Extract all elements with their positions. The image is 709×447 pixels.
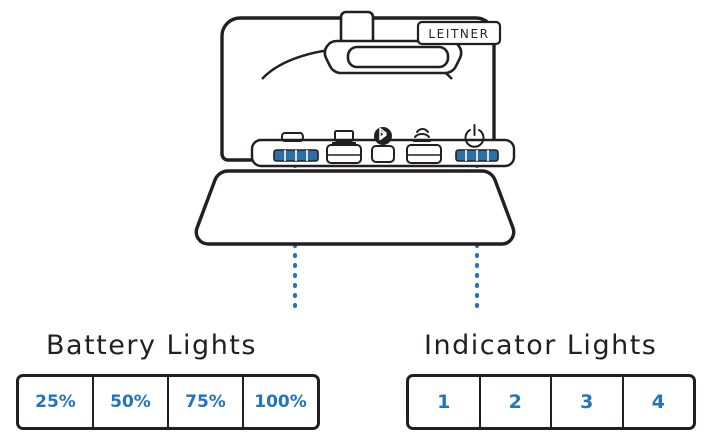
battery-legend-cell: 100% xyxy=(254,392,307,412)
power-icon xyxy=(464,124,485,148)
bluetooth-icon xyxy=(374,127,392,145)
desk-phone-button[interactable] xyxy=(406,144,442,164)
indicator-lights-title: Indicator Lights xyxy=(424,330,658,361)
indicator-legend-cell: 2 xyxy=(481,377,552,427)
computer-button[interactable] xyxy=(326,144,362,164)
indicator-legend-cell: 3 xyxy=(552,377,624,427)
battery-lights-title: Battery Lights xyxy=(46,330,257,361)
battery-lights xyxy=(273,149,319,162)
indicator-lights xyxy=(455,149,499,162)
battery-legend-cell: 75% xyxy=(169,377,244,427)
battery-legend-cell: 25% xyxy=(19,377,94,427)
leitner-logo: LEITNER xyxy=(428,27,489,41)
bluetooth-button[interactable] xyxy=(371,145,395,163)
headset-cradle xyxy=(323,10,463,75)
desk-phone-icon xyxy=(413,128,431,142)
indicator-legend-table: 1 2 3 4 xyxy=(406,374,696,430)
indicator-legend-cell: 1 xyxy=(409,377,481,427)
indicator-legend-cell: 4 xyxy=(651,391,665,413)
battery-legend-table: 25% 50% 75% 100% xyxy=(16,374,320,430)
computer-icon xyxy=(332,130,356,144)
brand-plate xyxy=(416,20,502,46)
battery-legend-cell: 50% xyxy=(94,377,169,427)
usb-charge-icon xyxy=(281,132,304,142)
